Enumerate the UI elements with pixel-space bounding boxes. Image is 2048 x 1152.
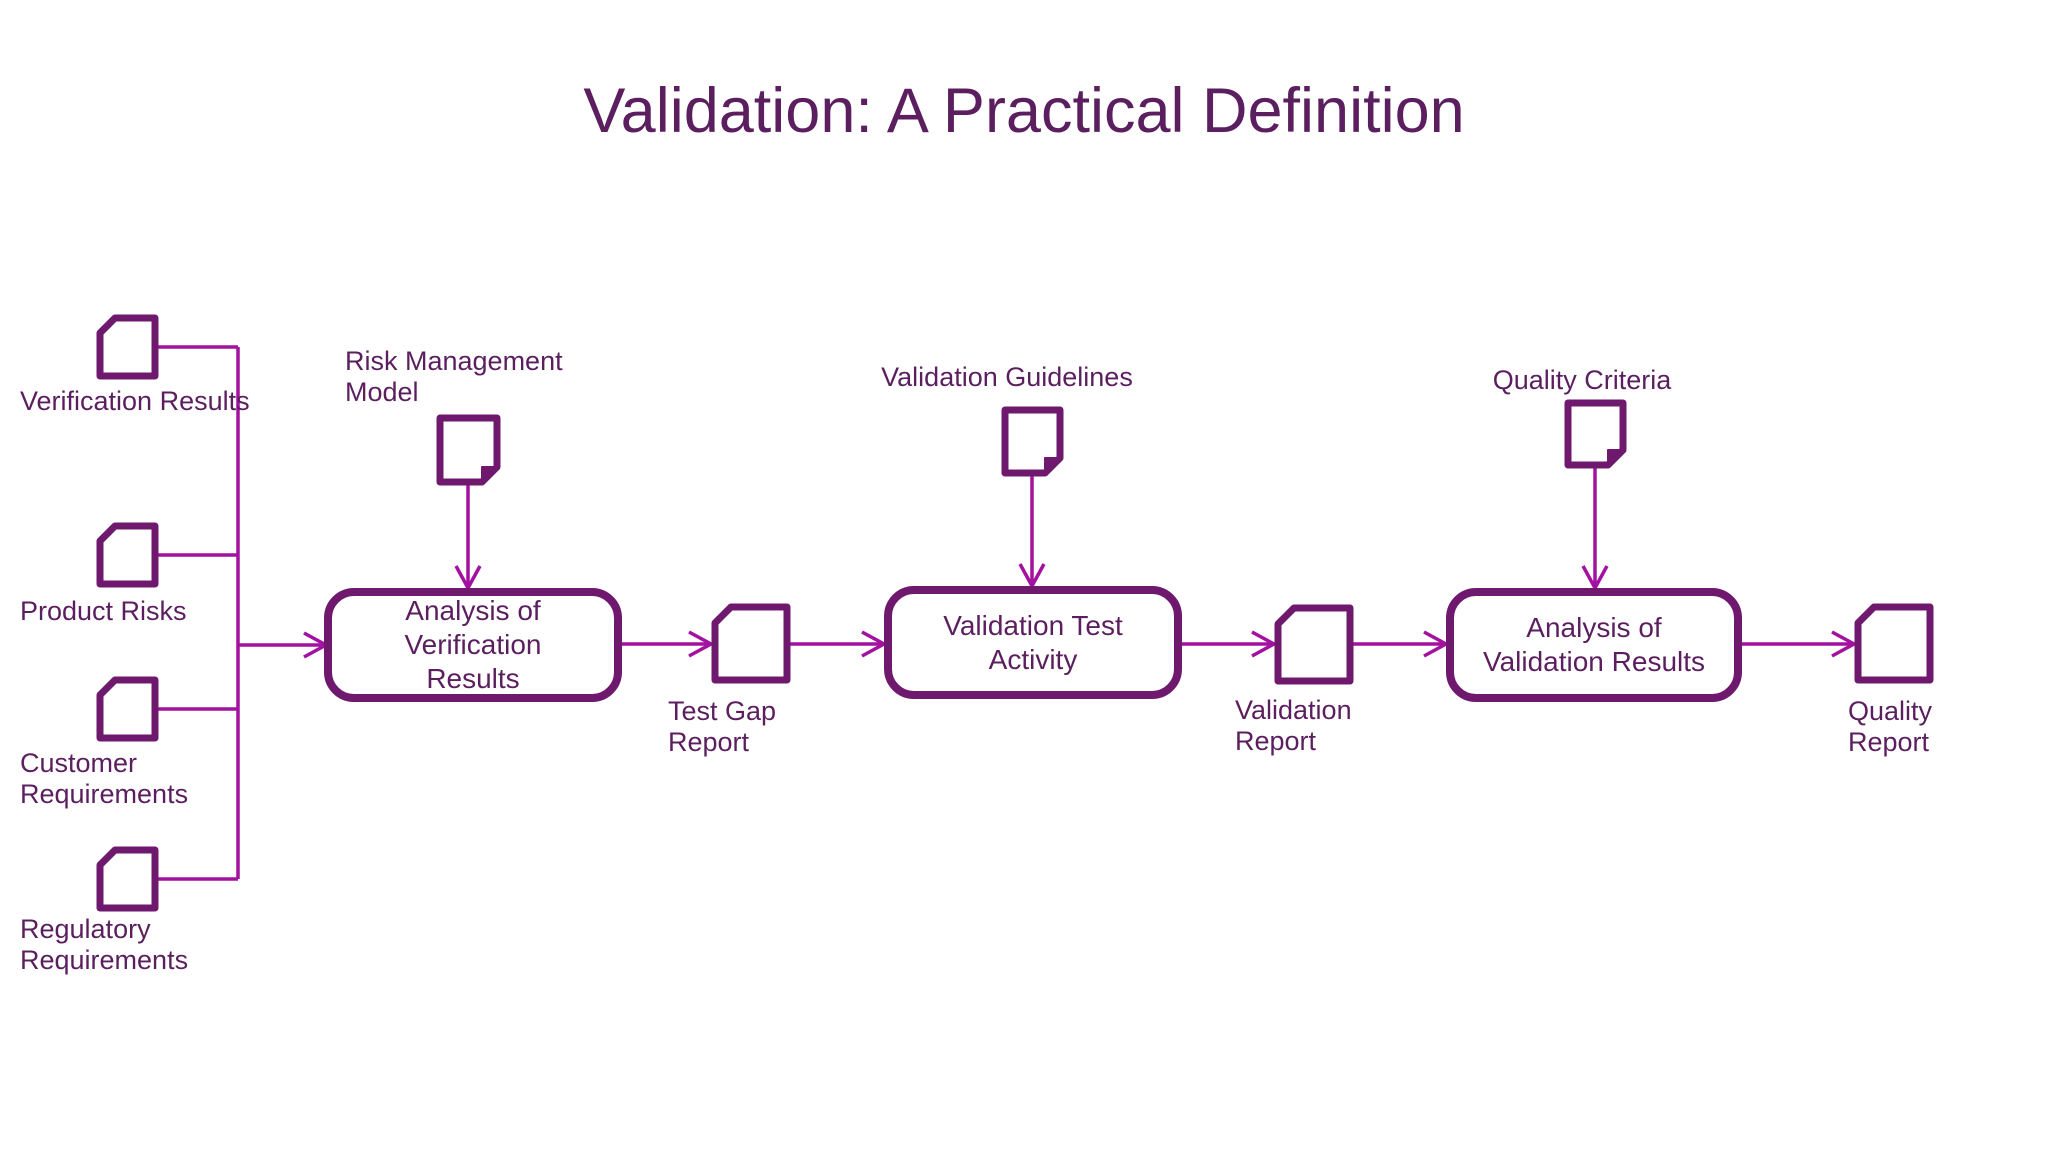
label-quality-criteria: Quality Criteria xyxy=(1492,365,1672,395)
label-risk-management-model: Risk Management Model xyxy=(345,346,563,407)
document-icon-test-gap-report xyxy=(711,603,791,684)
fan-in-connectors xyxy=(155,345,330,881)
page-title: Validation: A Practical Definition xyxy=(583,76,1465,146)
label-product-risks: Product Risks xyxy=(20,596,187,626)
document-icon-risk-management-model xyxy=(436,414,501,486)
document-icon-product-risks xyxy=(96,522,159,588)
label-analysis-of-verification-results: Analysis of Verification Results xyxy=(404,595,542,694)
label-validation-guidelines: Validation Guidelines xyxy=(881,362,1133,392)
process-box-analysis-verification xyxy=(324,588,622,702)
label-validation-report: Validation Report xyxy=(1235,695,1352,756)
process-box-validation-test-activity xyxy=(884,586,1182,699)
document-icon-quality-report xyxy=(1854,603,1934,684)
label-analysis-of-validation-results: Analysis of Validation Results xyxy=(1482,612,1706,677)
document-icon-regulatory-requirements xyxy=(96,846,159,912)
document-icon-validation-report xyxy=(1274,604,1354,685)
document-icon-quality-criteria xyxy=(1564,399,1627,469)
label-verification-results: Verification Results xyxy=(20,386,250,416)
flow-arrows xyxy=(618,630,1858,658)
label-test-gap-report: Test Gap Report xyxy=(668,696,777,757)
label-quality-report: Quality Report xyxy=(1848,696,1933,757)
document-icon-verification-results xyxy=(96,314,159,380)
process-box-analysis-validation xyxy=(1446,588,1742,702)
input-arrows xyxy=(454,465,1609,592)
document-icon-customer-requirements xyxy=(96,676,159,742)
label-regulatory-requirements: Regulatory Requirements xyxy=(20,914,189,975)
label-customer-requirements: Customer Requirements xyxy=(20,748,189,809)
document-icon-validation-guidelines xyxy=(1001,406,1064,477)
label-validation-test-activity: Validation Test Activity xyxy=(943,609,1123,675)
